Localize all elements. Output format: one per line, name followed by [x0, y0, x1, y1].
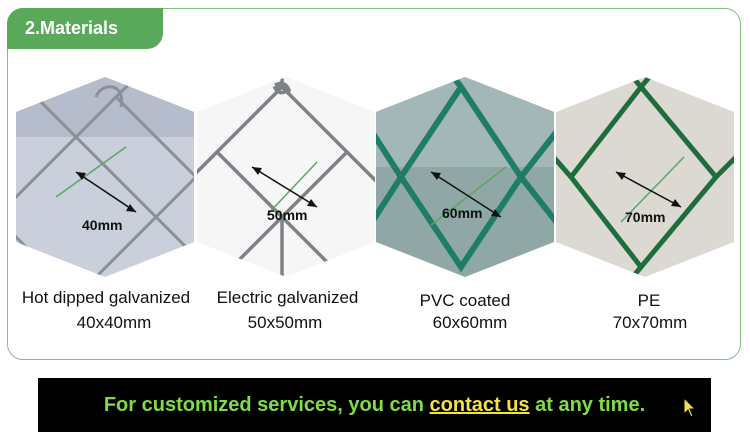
banner-text-before: For customized services, you can [103, 394, 430, 416]
material-size-pvc: 60x60mm [432, 313, 508, 332]
banner-text-after: at any time. [529, 394, 646, 416]
material-size-pe: 70x70mm [612, 313, 688, 332]
material-card-electric: 50mm [197, 77, 375, 277]
hot-dipped-mesh-image: 40mm [16, 77, 194, 277]
material-name-electric: Electric galvanized [216, 288, 359, 307]
material-card-pvc: 60mm [376, 77, 554, 277]
mesh-size-label-40mm: 40mm [82, 217, 122, 233]
electric-mesh-image: 50mm [197, 77, 375, 277]
contact-banner: For customized services, you can contact… [38, 378, 711, 432]
mesh-size-label-60mm: 60mm [442, 205, 482, 221]
material-size-electric: 50x50mm [247, 313, 323, 332]
material-name-hot-dipped: Hot dipped galvanized [21, 288, 191, 307]
pe-mesh-image: 70mm [556, 77, 734, 277]
material-card-hot-dipped: 40mm [16, 77, 194, 277]
mesh-size-label-50mm: 50mm [267, 207, 307, 223]
pointer-cursor-icon [683, 397, 697, 418]
pvc-mesh-image: 60mm [376, 77, 554, 277]
material-name-pvc: PVC coated [419, 291, 511, 310]
material-name-pe: PE [637, 291, 661, 310]
mesh-size-label-70mm: 70mm [625, 209, 665, 225]
material-size-hot-dipped: 40x40mm [76, 313, 152, 332]
section-tag: 2.Materials [7, 8, 163, 49]
material-card-pe: 70mm [556, 77, 734, 277]
contact-us-link[interactable]: contact us [429, 394, 530, 416]
